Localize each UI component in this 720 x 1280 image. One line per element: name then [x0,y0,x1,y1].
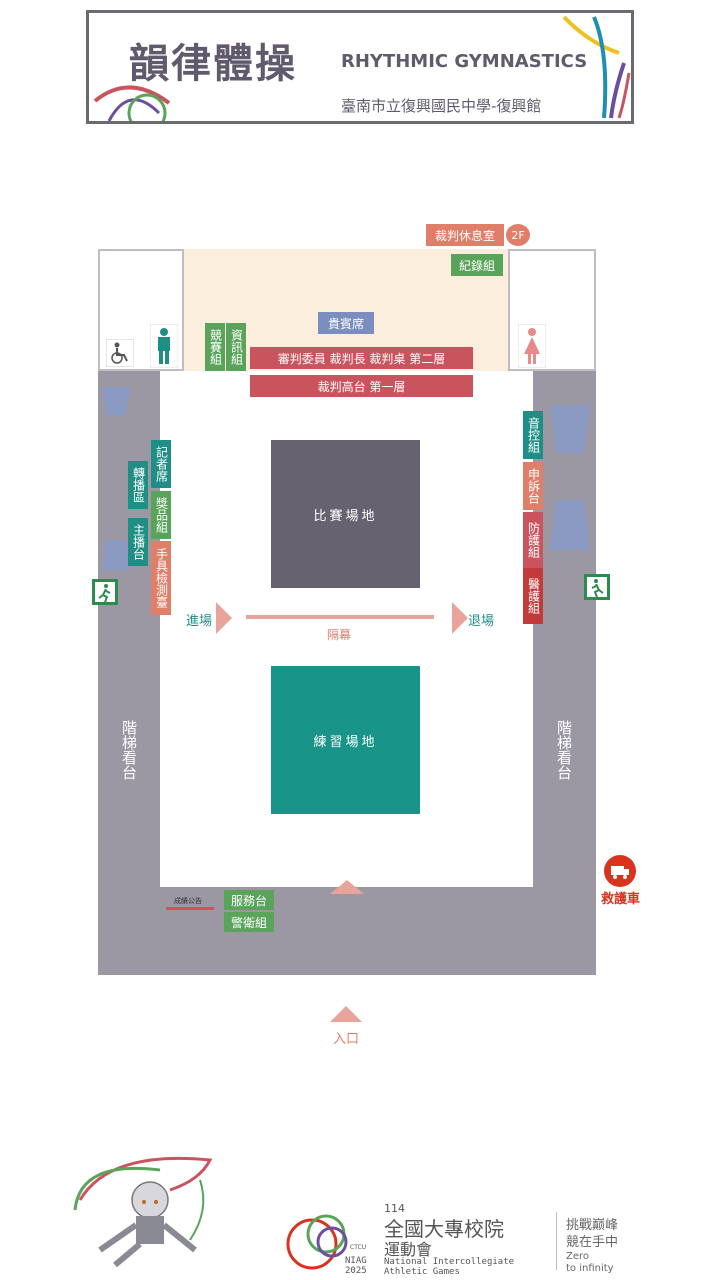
ambulance-label: 救護車 [601,892,641,907]
slogan-en-line1: Zero [566,1251,590,1262]
slogan-zh-line2: 競在手中 [566,1235,619,1250]
org-label: CTCU [350,1244,367,1251]
stairs-left-bottom [102,540,130,570]
referee-lounge-label: 裁判休息室 [426,224,504,246]
event-name-zh-line1: 全國大專校院 [384,1217,504,1241]
vip-label: 貴賓席 [318,312,374,334]
event-name-zh-line2: 運動會 [384,1240,433,1259]
stands-area-bottom [98,887,596,975]
male-restroom-icon [150,324,178,368]
info-label: 資訊組 [226,323,246,371]
records-label: 紀錄組 [451,254,503,276]
floor-2f-badge: 2F [506,224,530,246]
apparatus-check-label: 手具檢測臺 [151,541,171,615]
footer-divider [556,1212,557,1270]
title-english: RHYTHMIC GYMNASTICS [341,51,588,72]
jury-first-label: 裁判高台 第一層 [250,375,473,397]
stands-right-label: 階梯看台 [555,720,573,780]
stairs-right-top [550,405,590,453]
edition-number: 114 [384,1202,405,1215]
event-name-en-line2: Athletic Games [384,1267,460,1277]
year-label: 2025 [345,1266,367,1276]
results-board-label: 成績公告 [174,897,202,905]
header-banner: 韻律體操 RHYTHMIC GYMNASTICS 臺南市立復興國民中學-復興館 [86,10,634,124]
press-label: 記者席 [151,440,171,488]
emergency-exit-right-icon [584,574,610,600]
entrance-arrow-icon [330,1006,362,1022]
venue-name: 臺南市立復興國民中學-復興館 [341,97,542,115]
stands-area-right [533,371,596,975]
medical-label: 醫護組 [523,568,543,624]
security-label: 警衛組 [224,912,274,932]
jury-second-label: 審判委員 裁判長 裁判桌 第二層 [250,347,473,369]
entrance-label: 入口 [333,1032,360,1047]
entry-label: 進場 [186,614,213,629]
service-desk-label: 服務台 [224,890,274,910]
anti-doping-label: 防護組 [523,512,543,568]
ambulance-icon [604,855,636,887]
niag-logo-rings [286,1214,348,1270]
female-restroom-icon [518,324,546,368]
stairs-left-top [102,387,130,415]
appeal-label: 申訴台 [523,462,543,510]
emergency-exit-left-icon [92,579,118,605]
mascot-gymnast-illustration [73,1156,213,1268]
niag-label: NIAG [345,1256,367,1266]
results-board-line [166,907,214,910]
awards-label: 獎品組 [151,491,171,539]
curtain-label: 隔幕 [327,628,352,642]
wheelchair-icon [106,339,134,367]
slogan-zh-line1: 挑戰巅峰 [566,1218,619,1233]
competition-label: 競賽組 [205,323,225,371]
stairs-right-bottom [550,500,590,550]
curtain-line [246,615,434,619]
title-chinese: 韻律體操 [129,41,297,87]
anchor-label: 主播台 [128,518,148,566]
stands-left-label: 階梯看台 [120,720,138,780]
main-court: 比賽場地 [271,440,420,588]
event-name-en-line1: National Intercollegiate [384,1257,515,1267]
sound-label: 音控組 [523,411,543,459]
exit-label: 退場 [468,614,495,629]
slogan-en-line2: to infinity [566,1263,614,1274]
broadcast-label: 轉播區 [128,461,148,509]
header-ribbon-art [93,15,631,121]
practice-court: 練習場地 [271,666,420,814]
